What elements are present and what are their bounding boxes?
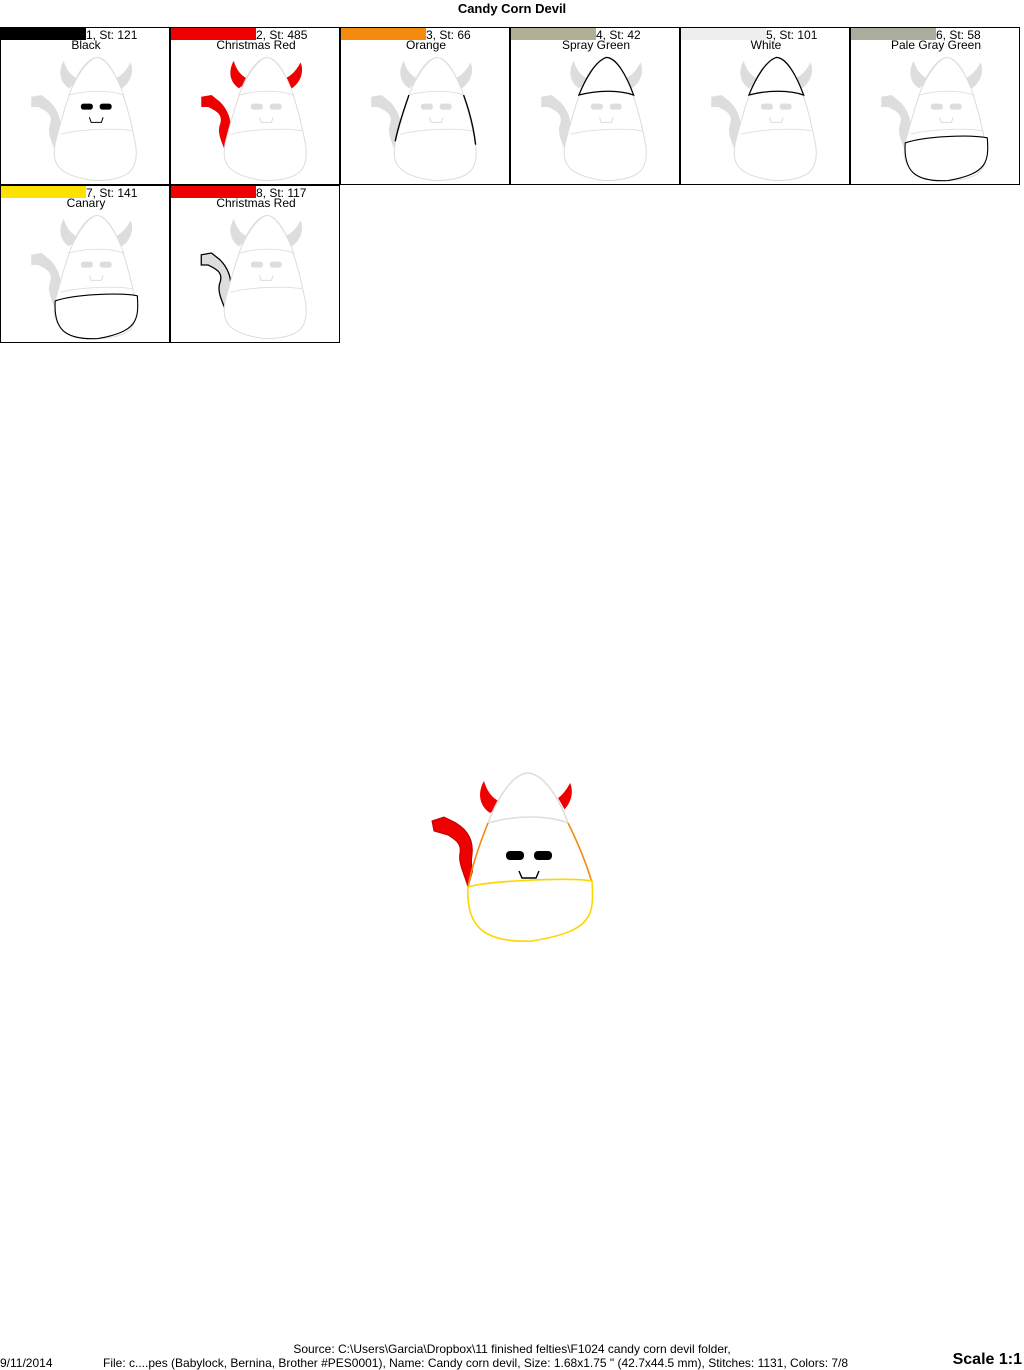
step-thumbnail [200, 214, 307, 340]
color-swatch [681, 28, 766, 40]
thread-color-name: Christmas Red [216, 38, 296, 52]
color-swatch [1, 28, 86, 40]
step-thumbnail [31, 214, 139, 340]
right-side-orange [567, 822, 593, 884]
stitch-count-label: 6, St: 58 [936, 28, 981, 42]
stitch-count-label: 1, St: 121 [86, 28, 138, 42]
step-thumbnail [541, 56, 647, 182]
color-swatch [1, 186, 86, 198]
thread-color-name: Pale Gray Green [890, 38, 982, 52]
scale-label: Scale 1:1 [952, 1351, 1022, 1368]
step-thumbnail [881, 56, 989, 182]
color-swatch [171, 186, 256, 198]
color-swatch [171, 28, 256, 40]
thread-color-name: Canary [66, 196, 106, 210]
left-side-orange [467, 822, 489, 888]
stitch-count-label: 4, St: 42 [596, 28, 641, 42]
tail-shape [431, 816, 477, 888]
thread-color-name: Spray Green [561, 38, 631, 52]
thread-color-name: Black [71, 38, 101, 52]
right-eye [534, 851, 552, 860]
page-title: Candy Corn Devil [457, 1, 567, 16]
step-thumbnail [711, 56, 817, 182]
source-path: Source: C:\Users\Garcia\Dropbox\11 finis… [293, 1342, 731, 1356]
stitch-count-label: 2, St: 485 [256, 28, 308, 42]
color-swatch [511, 28, 596, 40]
thread-color-name: Orange [405, 38, 447, 52]
step-thumbnail [201, 56, 307, 182]
thread-color-name: White [750, 38, 782, 52]
step-thumbnail [371, 56, 477, 182]
file-info: File: c....pes (Babylock, Bernina, Broth… [103, 1356, 849, 1370]
step-thumbnail [31, 56, 137, 182]
candy-bottom [467, 878, 594, 942]
left-eye [506, 851, 524, 860]
candy-tip [486, 772, 570, 825]
color-swatch [341, 28, 426, 40]
thread-color-name: Christmas Red [216, 196, 296, 210]
stitch-count-label: 3, St: 66 [426, 28, 471, 42]
mouth [518, 870, 540, 879]
stitch-count-label: 8, St: 117 [256, 186, 307, 200]
stitch-count-label: 7, St: 141 [86, 186, 138, 200]
color-swatch [851, 28, 936, 40]
final-design-preview [431, 772, 594, 942]
stitch-count-label: 5, St: 101 [766, 28, 818, 42]
print-date: 9/11/2014 [0, 1356, 53, 1370]
